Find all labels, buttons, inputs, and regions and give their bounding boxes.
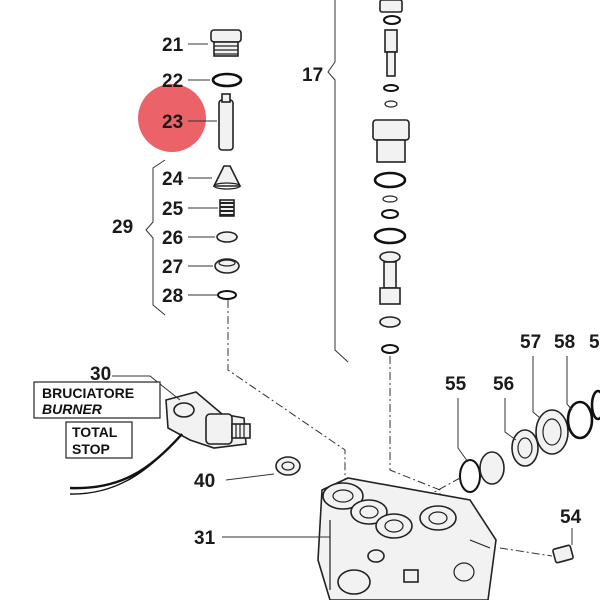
callout-29: 29 <box>112 217 133 238</box>
callout-30: 30 <box>90 364 111 385</box>
burner-label-it: BRUCIATORE <box>42 385 134 401</box>
part-24-cone[interactable] <box>212 165 242 190</box>
callout-28: 28 <box>162 286 183 307</box>
callout-22: 22 <box>162 71 183 92</box>
part-40-washer[interactable] <box>275 456 301 476</box>
part-56[interactable] <box>511 429 539 467</box>
callout-5x: 5 <box>589 332 600 353</box>
callout-31: 31 <box>194 528 216 549</box>
part-30-pressure-switch[interactable] <box>165 391 251 449</box>
callout-54: 54 <box>560 507 582 528</box>
part-22-oring[interactable] <box>211 72 243 88</box>
total-stop-label-box <box>65 421 133 459</box>
part-26-washer[interactable] <box>216 231 238 243</box>
callout-58: 58 <box>554 332 575 353</box>
callout-27: 27 <box>162 257 183 278</box>
part-17-assembly[interactable] <box>372 0 410 354</box>
part-31-manifold[interactable] <box>317 477 497 600</box>
callout-21: 21 <box>162 35 184 56</box>
part-25-spring[interactable] <box>219 199 235 217</box>
part-23-pin[interactable] <box>218 93 234 151</box>
burner-label-box <box>33 381 161 419</box>
callout-57: 57 <box>520 332 541 353</box>
callout-26: 26 <box>162 228 183 249</box>
part-57[interactable] <box>535 409 569 455</box>
callout-56: 56 <box>493 374 514 395</box>
burner-label-en: BURNER <box>42 401 103 417</box>
callout-55: 55 <box>445 374 467 395</box>
total-stop-label-1: TOTAL <box>72 424 118 440</box>
highlight-marker <box>138 84 206 152</box>
callout-17: 17 <box>302 65 323 86</box>
callout-40: 40 <box>194 471 215 492</box>
part-5x-oring[interactable] <box>590 389 600 421</box>
part-21-plug[interactable] <box>210 29 242 57</box>
part-54-plug[interactable] <box>552 544 574 564</box>
callout-24: 24 <box>162 169 184 190</box>
part-28-oring[interactable] <box>217 290 237 300</box>
part-58-oring[interactable] <box>566 400 594 440</box>
total-stop-label-2: STOP <box>72 441 110 457</box>
part-27-cap[interactable] <box>214 258 240 274</box>
callout-25: 25 <box>162 199 184 220</box>
part-55[interactable] <box>459 451 505 493</box>
callout-23: 23 <box>162 112 183 133</box>
